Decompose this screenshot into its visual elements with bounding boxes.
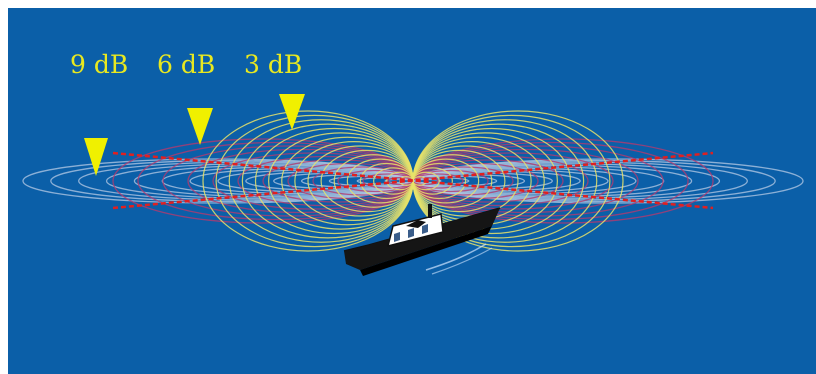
marker-6db-icon bbox=[187, 108, 213, 145]
beam-axis-left-to-right bbox=[112, 151, 714, 210]
beam-ring-6db-right bbox=[412, 141, 689, 221]
label-9db: 9 dB bbox=[70, 50, 129, 79]
marker-9db-icon bbox=[84, 138, 108, 176]
marker-3db-icon bbox=[279, 94, 305, 130]
boat-icon bbox=[343, 204, 501, 276]
label-6db: 6 dB bbox=[157, 50, 216, 79]
beam-axis-lines bbox=[112, 151, 714, 210]
beam-pattern bbox=[22, 94, 804, 276]
beam-ring-6db-left bbox=[137, 141, 414, 221]
diagram-canvas: 9 dB 6 dB 3 dB bbox=[8, 8, 816, 374]
label-3db: 3 dB bbox=[244, 50, 303, 79]
beam-ring-3db-right bbox=[412, 110, 624, 252]
beam-rings-3db bbox=[202, 110, 624, 252]
beam-axis-right-to-left bbox=[112, 151, 714, 210]
